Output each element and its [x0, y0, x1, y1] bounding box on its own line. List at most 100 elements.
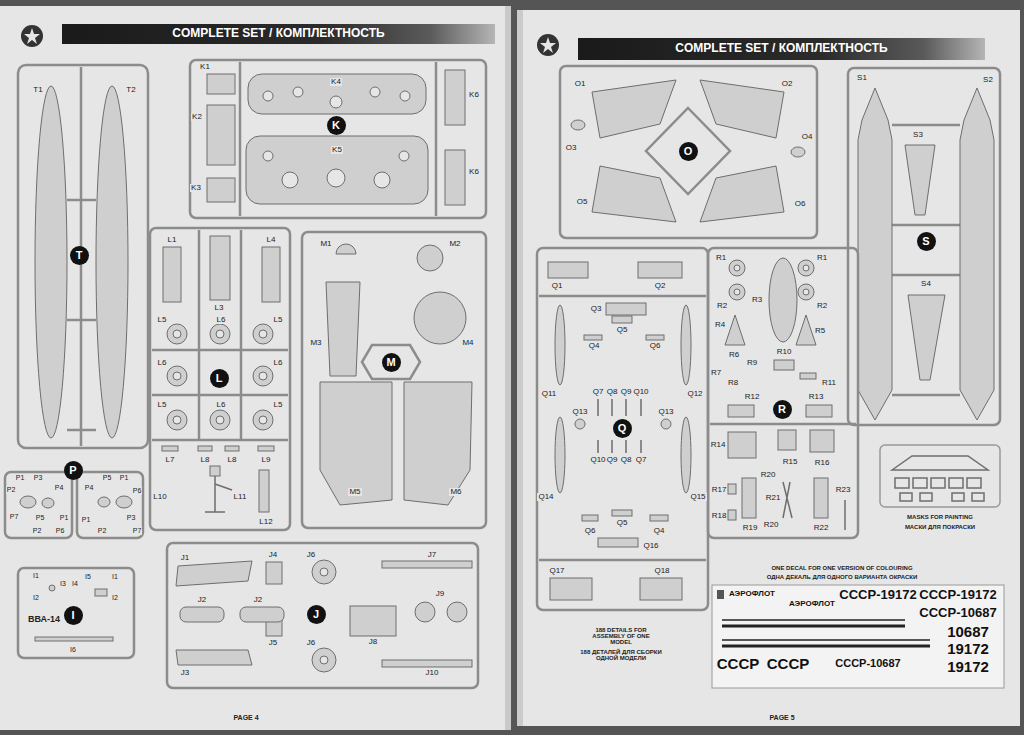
part-number: S3 — [912, 131, 924, 139]
page-number: PAGE 5 — [768, 714, 795, 721]
sprue-o — [560, 66, 817, 238]
sprue-q — [612, 316, 632, 323]
part-number: L6 — [216, 316, 227, 324]
sprue-m — [336, 244, 356, 254]
sprue-t — [96, 86, 128, 438]
sprue-l — [152, 349, 288, 352]
part-number: Q12 — [686, 390, 703, 398]
sprue-l — [259, 372, 267, 380]
sprue-m — [302, 232, 486, 528]
part-number: P1 — [59, 514, 70, 521]
part-number: J3 — [180, 669, 190, 677]
part-number: R9 — [746, 359, 758, 367]
decal-sheet — [722, 639, 930, 641]
sprue-q — [584, 335, 602, 340]
sprue-m — [362, 345, 420, 379]
sprue-t — [18, 65, 148, 448]
paper-pages — [505, 6, 511, 730]
part-number: Q13 — [571, 408, 588, 416]
decal-sheet — [717, 590, 724, 599]
sprue-letter-disc: T — [70, 246, 89, 265]
sprue-i — [35, 637, 113, 641]
part-number: J2 — [197, 596, 207, 604]
sprue-t — [18, 65, 148, 448]
part-number: Q10 — [589, 456, 606, 464]
sprue-p — [5, 472, 72, 538]
sprue-l — [258, 446, 274, 451]
part-number: R12 — [744, 393, 761, 401]
sprue-l — [167, 366, 187, 386]
sprue-i — [95, 589, 107, 596]
sprue-letter: Q — [618, 422, 627, 434]
sprue-m — [404, 382, 472, 505]
part-number: L7 — [165, 456, 176, 464]
sprue-l — [253, 366, 273, 386]
part-number: K3 — [190, 184, 202, 192]
sprue-o — [592, 166, 676, 222]
sprue-q — [606, 303, 646, 315]
part-number: L8 — [227, 456, 238, 464]
part-number: T1 — [32, 86, 43, 94]
part-number: R5 — [814, 327, 826, 335]
sprue-l — [205, 476, 232, 512]
part-number: P6 — [132, 487, 143, 494]
sprue-letter-disc: R — [773, 400, 792, 419]
sprue-k — [399, 151, 409, 161]
sprue-o — [571, 120, 585, 130]
part-number: L6 — [157, 359, 168, 367]
sprue-k — [239, 62, 242, 216]
part-number: R22 — [813, 524, 830, 532]
part-number: J9 — [435, 590, 445, 598]
sprue-r — [798, 284, 814, 300]
part-number: Q8 — [606, 388, 619, 396]
paint-masks — [880, 445, 1000, 507]
sprue-o — [560, 66, 817, 238]
part-number: R19 — [742, 524, 759, 532]
sprue-j — [167, 543, 478, 688]
sprue-l — [150, 228, 290, 530]
sprue-l — [167, 324, 187, 344]
sprue-l — [173, 330, 181, 338]
part-number: R20 — [760, 471, 777, 479]
sprue-p — [116, 496, 132, 508]
sprue-j — [320, 656, 328, 664]
part-number: R17 — [711, 486, 728, 494]
sprue-letter: O — [684, 145, 693, 157]
sprue-l — [253, 324, 273, 344]
sprue-s — [905, 145, 935, 215]
part-number: L5 — [157, 401, 168, 409]
sprue-j — [180, 607, 224, 622]
page-number: PAGE 4 — [232, 714, 259, 721]
sprue-letter: K — [332, 119, 340, 131]
sprue-m — [414, 292, 466, 344]
sprue-r — [728, 510, 736, 520]
sprue-l — [173, 372, 181, 380]
part-number: I2 — [111, 594, 119, 601]
sprue-k — [282, 172, 298, 188]
part-number: R10 — [776, 348, 793, 356]
sprue-r — [810, 430, 834, 452]
sprue-m — [326, 282, 360, 376]
part-number: R13 — [808, 393, 825, 401]
sprue-l — [150, 228, 290, 530]
sprue-m — [302, 232, 486, 528]
part-number: O1 — [574, 80, 587, 88]
part-number: K4 — [330, 78, 342, 86]
part-number: P2 — [97, 527, 108, 534]
sprue-l — [198, 230, 201, 440]
sprue-l — [152, 439, 288, 442]
part-number: R23 — [835, 486, 852, 494]
sprue-s — [858, 88, 892, 420]
sprue-r — [844, 500, 846, 530]
note-text: ONE DECAL FOR ONE VERSION OF COLOURING — [770, 565, 913, 571]
sprue-q — [661, 419, 671, 429]
part-number: Q2 — [654, 282, 667, 290]
sprue-r — [778, 430, 796, 450]
part-number: J7 — [427, 551, 437, 559]
part-number: Q18 — [653, 567, 670, 575]
paint-masks — [920, 493, 932, 501]
part-number: Q9 — [620, 388, 633, 396]
part-number: O6 — [794, 200, 807, 208]
header-text: COMPLETE SET / КОМПЛЕКТНОСТЬ — [675, 42, 887, 55]
decal-text: СССР-19172 — [838, 588, 917, 602]
